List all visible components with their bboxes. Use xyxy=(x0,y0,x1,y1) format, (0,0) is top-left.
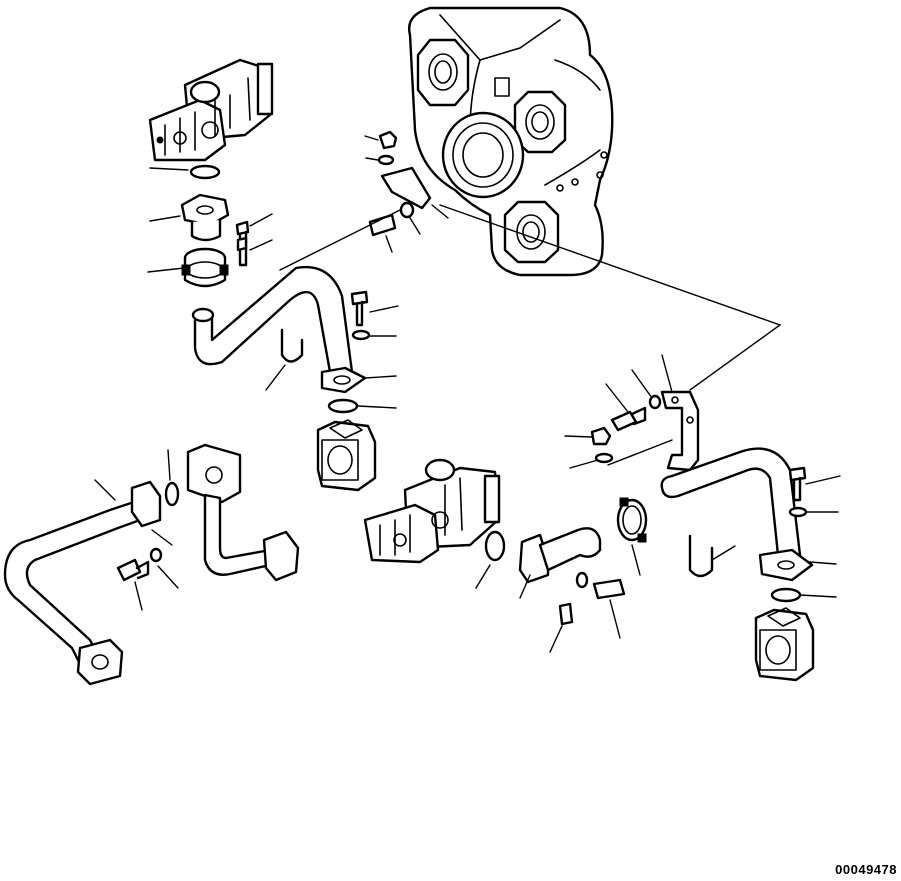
hose-clamp xyxy=(616,497,648,543)
bolt xyxy=(592,578,626,600)
washer xyxy=(594,452,614,464)
u-bolt xyxy=(280,328,304,363)
transmission-case xyxy=(408,6,614,277)
washer xyxy=(377,154,395,166)
hydraulic-pump-upper xyxy=(148,58,274,162)
drawing-number: 00049478 xyxy=(835,862,897,877)
flange-adapter xyxy=(180,193,230,242)
bolt xyxy=(116,558,150,582)
washer xyxy=(648,394,662,410)
nut xyxy=(590,426,612,446)
support-bracket xyxy=(660,390,700,472)
bolt xyxy=(610,406,647,432)
o-ring xyxy=(484,530,506,562)
valve-block-upper xyxy=(316,419,377,492)
u-bolt xyxy=(688,534,714,578)
elbow-lower xyxy=(518,527,602,584)
suction-tube-left xyxy=(3,480,162,686)
washer xyxy=(788,506,808,518)
valve-block-lower xyxy=(754,607,815,682)
hydraulic-pump-lower xyxy=(363,458,501,564)
washer xyxy=(575,571,589,589)
mounting-bracket xyxy=(380,166,432,210)
callout-leaders xyxy=(94,135,841,653)
suction-tube-right xyxy=(660,447,814,582)
o-ring xyxy=(164,481,180,507)
suction-tube-upper xyxy=(191,265,367,394)
o-ring xyxy=(327,398,359,414)
bolt xyxy=(788,466,807,502)
o-ring xyxy=(770,587,802,603)
washer xyxy=(351,329,371,341)
bolt xyxy=(236,236,248,252)
washer xyxy=(149,547,163,563)
nut xyxy=(378,130,398,150)
bolt xyxy=(558,602,574,626)
washer xyxy=(399,201,415,219)
elbow-adapter xyxy=(186,443,300,582)
bolt xyxy=(350,290,369,327)
hose-clamp xyxy=(181,247,229,288)
o-ring xyxy=(189,164,221,180)
